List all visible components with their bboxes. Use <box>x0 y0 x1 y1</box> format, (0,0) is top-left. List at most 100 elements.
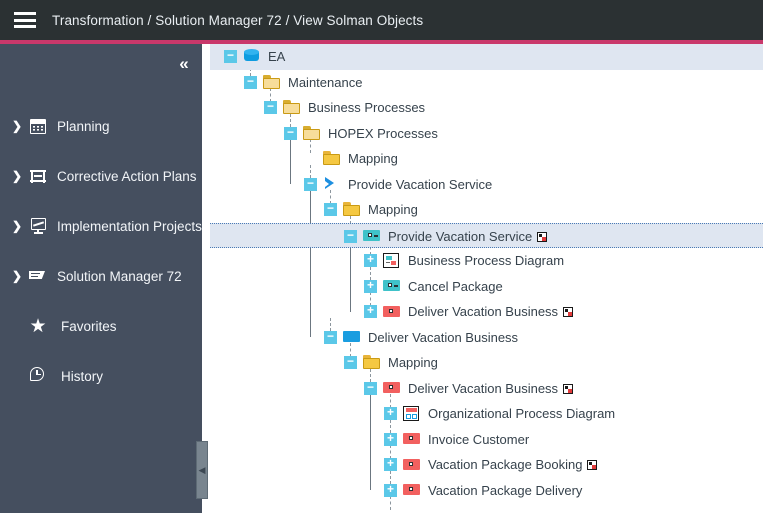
tree-row[interactable]: −Provide Vacation Service <box>210 172 763 198</box>
tree-collapse-toggle-icon[interactable]: − <box>264 100 277 114</box>
tree-row[interactable]: − Mapping <box>210 197 763 223</box>
tree-connector-line <box>290 140 291 185</box>
tree-row[interactable]: + Vacation Package Delivery <box>210 478 763 504</box>
sidebar-collapse-button[interactable]: « <box>170 52 196 76</box>
folder-open-icon <box>322 150 340 166</box>
tree-connector-line <box>390 470 391 485</box>
hamburger-menu-icon[interactable] <box>14 12 36 28</box>
tree-node-label: EA <box>268 49 286 64</box>
chevron-right-icon: ❯ <box>11 169 23 183</box>
tree-connector-line <box>370 292 371 306</box>
tree-collapse-toggle-icon[interactable]: − <box>344 355 357 369</box>
folder-pale-icon <box>282 99 300 115</box>
tree-node-label: Deliver Vacation Business <box>408 381 574 397</box>
tree-row[interactable]: + Organizational Process Diagram <box>210 401 763 427</box>
tree-connector-line <box>370 241 371 255</box>
sidebar-item-corrective-action-plans[interactable]: ❯Corrective Action Plans <box>0 151 202 201</box>
tree-expand-toggle-icon[interactable]: + <box>384 483 397 497</box>
tree-expand-toggle-icon[interactable]: + <box>384 406 397 420</box>
red-process-icon <box>402 482 420 498</box>
tree-connector-line <box>370 266 371 281</box>
tree-connector-line <box>270 88 271 102</box>
tree-expand-toggle-icon[interactable]: + <box>364 304 377 318</box>
tree-collapse-toggle-icon[interactable]: − <box>244 75 257 89</box>
object-tree-panel[interactable]: −EA−Maintenance−Business Processes−HOPEX… <box>210 44 763 513</box>
sidebar-item-history[interactable]: History <box>0 351 202 401</box>
calendar-icon <box>25 116 51 136</box>
tree-connector-line <box>370 368 371 383</box>
accent-rule <box>0 40 763 44</box>
tree-collapse-toggle-icon[interactable]: − <box>324 202 337 216</box>
tree-node-label: Mapping <box>368 202 418 217</box>
tree-node-label: Deliver Vacation Business <box>408 304 574 320</box>
tree-connector-line <box>390 496 391 511</box>
tree-row[interactable]: − Maintenance <box>210 70 763 96</box>
sidebar: « ❯Planning❯Corrective Action Plans❯Impl… <box>0 44 202 513</box>
tree-connector-line <box>370 395 371 491</box>
history-clock-icon <box>25 366 51 386</box>
shortcut-badge-icon <box>537 231 548 242</box>
banner-flag-icon <box>25 266 51 286</box>
tree-connector-line <box>290 113 291 128</box>
folder-pale-icon <box>262 74 280 90</box>
sidebar-item-label: Favorites <box>61 318 117 334</box>
tree-row[interactable]: − Mapping <box>210 350 763 376</box>
sidebar-nav: ❯Planning❯Corrective Action Plans❯Implem… <box>0 101 202 401</box>
tree-connector-line <box>250 62 251 77</box>
tree-node-label: Deliver Vacation Business <box>368 329 519 345</box>
org-diagram-document-icon <box>402 405 420 421</box>
tree-row[interactable]: − EA <box>210 44 763 70</box>
sidebar-resize-handle[interactable]: ◀ <box>196 441 208 499</box>
shortcut-badge-icon <box>587 460 598 470</box>
tree-row[interactable]: + Deliver Vacation Business <box>210 299 763 325</box>
tree-collapse-toggle-icon[interactable]: − <box>304 177 317 191</box>
chevron-left-icon: ◀ <box>198 464 206 475</box>
tree-row[interactable]: + Business Process Diagram <box>210 248 763 274</box>
top-bar: Transformation / Solution Manager 72 / V… <box>0 0 763 40</box>
sidebar-item-planning[interactable]: ❯Planning <box>0 101 202 151</box>
tree-expand-toggle-icon[interactable]: + <box>384 457 397 471</box>
tree-row[interactable]: +Invoice Customer <box>210 427 763 453</box>
chevron-right-icon: ❯ <box>11 119 23 133</box>
tree-connector-line <box>310 164 311 179</box>
tree-row[interactable]: − Deliver Vacation Business <box>210 325 763 351</box>
tree-node-label: Mapping <box>388 355 438 370</box>
tree-expand-toggle-icon[interactable]: + <box>384 432 397 446</box>
tree-collapse-toggle-icon[interactable]: − <box>224 49 237 63</box>
tree-node-label: Maintenance <box>288 74 363 90</box>
tree-row[interactable]: − Deliver Vacation Business <box>210 376 763 402</box>
tree-node-label: Organizational Process Diagram <box>428 406 616 421</box>
tree-node-label: Business Processes <box>308 100 426 115</box>
tree-row[interactable]: Mapping <box>210 146 763 172</box>
teal-process-icon <box>382 278 400 294</box>
tree-node-label: Vacation Package Delivery <box>428 482 583 498</box>
folder-open-icon <box>342 201 360 217</box>
tree-node-label: Business Process Diagram <box>408 253 565 268</box>
shortcut-badge-icon <box>563 307 574 317</box>
tree-row[interactable]: −Provide Vacation Service <box>210 222 763 248</box>
red-process-icon <box>382 380 400 396</box>
tree-row[interactable]: − HOPEX Processes <box>210 121 763 147</box>
sidebar-item-label: History <box>61 368 104 384</box>
sidebar-item-favorites[interactable]: ★Favorites <box>0 301 202 351</box>
tree-collapse-toggle-icon[interactable]: − <box>324 330 337 344</box>
shortcut-badge-icon <box>563 383 574 394</box>
tree-node-label: Vacation Package Booking <box>428 457 598 473</box>
tree-node-label: HOPEX Processes <box>328 125 438 141</box>
tree-connector-line <box>390 394 391 408</box>
tree-row[interactable]: + Vacation Package Booking <box>210 452 763 478</box>
folder-pale-icon <box>302 125 320 141</box>
sidebar-item-implementation-projects[interactable]: ❯Implementation Projects <box>0 201 202 251</box>
tree-collapse-toggle-icon[interactable]: − <box>344 229 357 243</box>
tree-expand-toggle-icon[interactable]: + <box>364 253 377 267</box>
tree-collapse-toggle-icon[interactable]: − <box>284 126 297 140</box>
teal-process-icon <box>362 228 380 244</box>
red-process-icon <box>382 303 400 319</box>
tree-row[interactable]: +Cancel Package <box>210 274 763 300</box>
tree-collapse-toggle-icon[interactable]: − <box>364 381 377 395</box>
red-process-icon <box>402 456 420 472</box>
sidebar-item-solution-manager-72[interactable]: ❯Solution Manager 72 <box>0 251 202 301</box>
tree-row[interactable]: − Business Processes <box>210 95 763 121</box>
tree-expand-toggle-icon[interactable]: + <box>364 279 377 293</box>
